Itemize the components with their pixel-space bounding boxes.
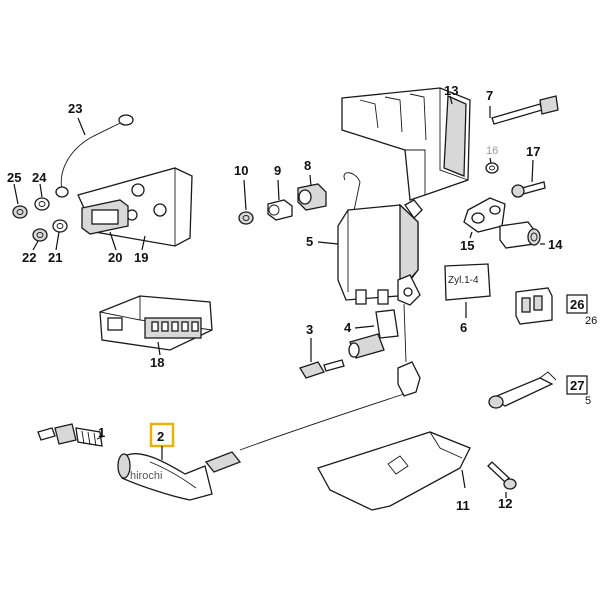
part-10-bushing (238, 211, 254, 225)
part-8-grommet (297, 183, 327, 211)
part-21-washer (52, 219, 68, 233)
part-5-ignition-coil (337, 172, 423, 306)
callout-27-box (566, 375, 588, 395)
part-26-terminal-housing (515, 287, 553, 325)
callout-17: 17 (526, 144, 540, 159)
callout-26-sub: 26 (585, 315, 597, 327)
part-17-screw (511, 181, 546, 198)
part-9-spacer (267, 199, 293, 221)
part-7-bolt (491, 95, 559, 125)
callout-23: 23 (68, 101, 82, 116)
part-25-nut (12, 205, 28, 219)
callout-3: 3 (306, 322, 313, 337)
part-2-plug-connector (117, 453, 213, 501)
callout-9: 9 (274, 163, 281, 178)
part-11-bracket (317, 431, 471, 511)
callout-6: 6 (460, 320, 467, 335)
part-3-terminal (299, 359, 345, 379)
part-20-plate (81, 199, 129, 235)
part-6-label: Zyl.1-4 (444, 263, 491, 301)
callout-5: 5 (306, 234, 313, 249)
part-15-bracket (463, 197, 506, 233)
callout-11: 11 (456, 498, 470, 513)
callout-22: 22 (22, 250, 36, 265)
watermark-text: hirochi (130, 470, 162, 482)
callout-25: 25 (7, 170, 21, 185)
callout-18: 18 (150, 355, 164, 370)
callout-20: 20 (108, 250, 122, 265)
callout-15: 15 (460, 238, 474, 253)
part-12-screw (487, 461, 517, 490)
part-13-cover (341, 87, 471, 201)
callout-26-box (566, 294, 588, 314)
callout-8: 8 (304, 158, 311, 173)
part-27-terminal (488, 371, 557, 409)
callout-24: 24 (32, 170, 47, 185)
part-1-spark-plug (37, 423, 103, 447)
callout-2: 2 (157, 429, 164, 444)
callout-13: 13 (444, 83, 458, 98)
part-18-control-unit (99, 295, 213, 351)
part-24-washer (34, 197, 50, 211)
callout-26: 26 (570, 297, 584, 312)
callout-10: 10 (234, 163, 248, 178)
part-23-ground-strap (55, 114, 134, 198)
part-22-nut (32, 228, 48, 242)
callout-19: 19 (134, 250, 148, 265)
callout-27: 27 (570, 378, 584, 393)
part-14-connector (499, 221, 541, 249)
callout-4: 4 (344, 320, 352, 335)
callout-1: 1 (98, 425, 105, 440)
part-16-washer (485, 162, 499, 174)
callout-12: 12 (498, 496, 512, 511)
callout-14: 14 (548, 237, 563, 252)
label-text: Zyl.1-4 (448, 275, 479, 286)
callout-21: 21 (48, 250, 62, 265)
part-4-connector-boot (348, 309, 399, 359)
ignition-lead (204, 303, 421, 473)
callout-16: 16 (486, 145, 498, 157)
callout-7: 7 (486, 88, 493, 103)
callout-27-sub: 5 (585, 395, 591, 407)
